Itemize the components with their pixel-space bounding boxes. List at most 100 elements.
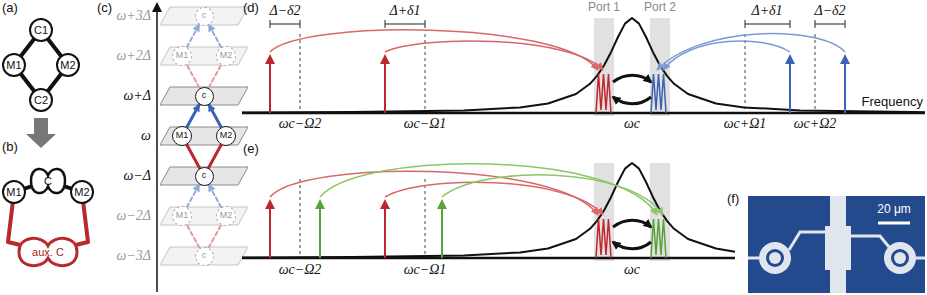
frequency-plane <box>160 87 248 105</box>
sideband-peaks <box>596 74 611 113</box>
detuning-label: Δ+δ1 <box>751 3 782 18</box>
panel-label: (a) <box>2 1 18 15</box>
drum-center <box>894 252 906 264</box>
coupling-connector <box>187 24 200 47</box>
circle-node: c <box>195 7 214 26</box>
panel-label: (f) <box>727 192 739 206</box>
frequency-axis <box>242 257 735 260</box>
plane-frequency: ω−3Δ <box>116 248 151 263</box>
frequency-plane <box>160 247 248 265</box>
coupling-connector <box>75 204 88 245</box>
node-label: c <box>202 91 207 101</box>
node-label: M1 <box>176 131 189 141</box>
coupling-connector <box>209 104 222 127</box>
node-label: M2 <box>220 211 233 221</box>
coupling-connector <box>187 104 200 127</box>
panel-label: (b) <box>2 140 18 154</box>
frequency-plane <box>160 167 248 185</box>
plane-frequency: ω+Δ <box>123 88 151 103</box>
conversion-arrow <box>270 30 598 70</box>
conversion-arrow <box>657 34 845 70</box>
circle-node: M2 <box>70 180 94 204</box>
coupling-connector <box>21 40 33 56</box>
scale-label: 20 μm <box>877 203 911 216</box>
node-label: c <box>202 11 207 21</box>
coupling-connector <box>209 184 222 207</box>
node-label: C <box>44 175 52 187</box>
circle-node: C2 <box>29 88 53 112</box>
conversion-arrow <box>663 41 790 70</box>
circulation-arrow <box>613 220 651 227</box>
mechanical-drum <box>759 242 791 274</box>
detuning-bracket <box>270 20 845 28</box>
peanut-shape <box>31 169 65 193</box>
node-label: M2 <box>60 59 75 71</box>
node-label: C2 <box>34 94 48 106</box>
detuning-label: Δ−δ2 <box>269 3 300 18</box>
circle-node: M1 <box>172 46 192 66</box>
coupling-connector <box>187 225 200 248</box>
node-label: M1 <box>6 186 21 198</box>
frequency-plane <box>160 47 248 65</box>
coupling-connector <box>209 65 222 88</box>
panel-label: (c) <box>97 1 112 15</box>
scale-bar <box>878 222 910 225</box>
node-label: M1 <box>176 211 189 221</box>
coupling-connector <box>8 204 21 245</box>
plane-frequency: ω+3Δ <box>116 8 151 23</box>
spectrum-e <box>242 163 735 261</box>
frequency-plane <box>160 127 248 145</box>
pump-head <box>265 54 390 64</box>
panel-label: (e) <box>243 142 259 156</box>
tick-label: ωc−Ω1 <box>404 262 447 277</box>
coupling-connector <box>48 40 60 56</box>
plane-frequency: ω+2Δ <box>116 48 151 63</box>
tick-label: ωc−Ω2 <box>279 262 322 277</box>
tick-label: ωc+Ω1 <box>724 116 767 131</box>
drum-gap <box>891 249 909 267</box>
coupling-connector <box>209 225 222 248</box>
circle-node: M2 <box>216 46 236 66</box>
coupling-connector <box>209 145 222 168</box>
tick-label: ωc−Ω1 <box>404 116 447 131</box>
circle-node: M2 <box>216 206 236 226</box>
detuning-label: Δ+δ1 <box>389 3 420 18</box>
port-band <box>594 163 670 261</box>
circulation-arrow <box>613 97 651 104</box>
node-label: M2 <box>220 51 233 61</box>
node-label: c <box>202 251 207 261</box>
circulation-arrow <box>613 242 651 249</box>
frequency-axis <box>156 10 158 292</box>
circulation-arrow <box>613 75 651 82</box>
circle-node: c <box>195 87 214 106</box>
coupling-connector <box>21 75 33 91</box>
axis-label: Frequency <box>862 95 923 109</box>
circle-node: M2 <box>56 53 80 77</box>
conversion-arrow <box>320 164 657 215</box>
conversion-arrow <box>385 182 603 215</box>
spectrum-d <box>242 18 925 116</box>
circle-node: c <box>195 167 214 186</box>
port-label: Port 2 <box>644 1 676 14</box>
node-label: M1 <box>6 59 21 71</box>
peanut-node: C <box>31 166 65 196</box>
circle-node: C1 <box>29 18 53 42</box>
coupling-connector <box>48 75 60 91</box>
circle-node: M1 <box>2 180 26 204</box>
conversion-arrow <box>442 175 663 215</box>
device-micrograph <box>748 196 925 293</box>
coupling-connector <box>187 145 200 168</box>
frequency-plane <box>160 7 248 25</box>
node-label: aux. C <box>32 246 64 258</box>
detuning-label: Δ−δ2 <box>814 3 845 18</box>
circle-node: c <box>195 247 214 266</box>
pump-arrow <box>320 208 442 258</box>
coupling-connector <box>209 24 222 47</box>
port-band <box>594 18 670 116</box>
peanut-node: aux. C <box>19 235 77 269</box>
circle-node: M2 <box>216 126 236 146</box>
substrate <box>748 196 925 293</box>
panel-label: (d) <box>243 1 259 15</box>
